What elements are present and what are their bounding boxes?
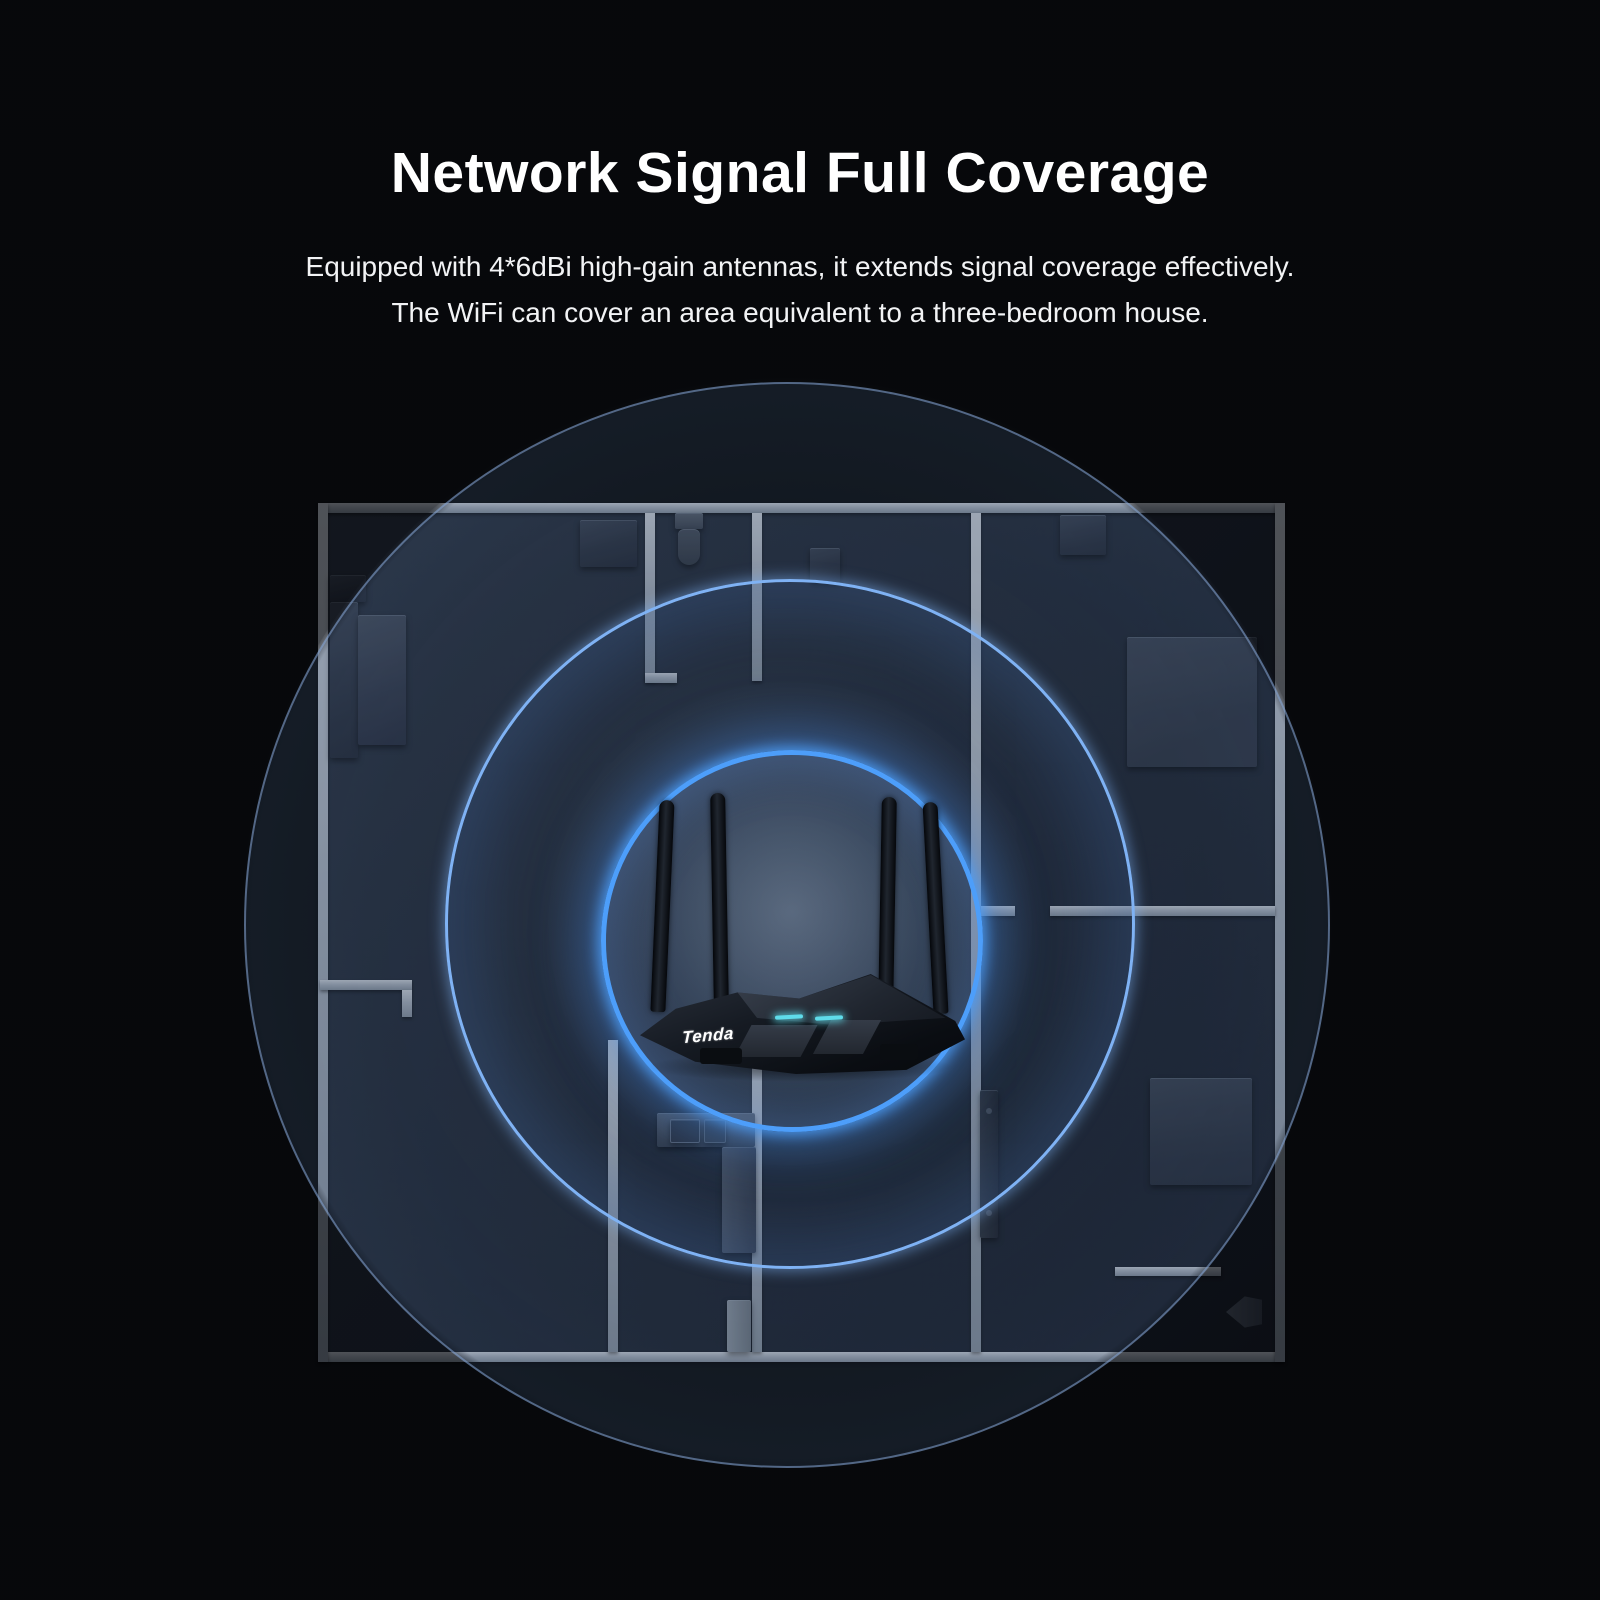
wall-interior (645, 513, 655, 681)
square-table (1127, 637, 1257, 767)
page-title: Network Signal Full Coverage (390, 141, 1210, 205)
toilet-bowl (678, 529, 700, 565)
side-table (330, 575, 366, 602)
door-mat (727, 1300, 751, 1352)
dresser (1060, 515, 1106, 555)
bed (1150, 1078, 1252, 1185)
wall-outer-top (318, 503, 1285, 513)
wall-outer-bottom (318, 1352, 1285, 1362)
wall-interior (1050, 906, 1275, 916)
router-antenna (878, 796, 897, 1010)
subtitle-line-1: Equipped with 4*6dBi high-gain antennas,… (305, 251, 1295, 282)
wall-outer-left (318, 503, 328, 1362)
router-antenna (922, 801, 949, 1015)
page-subtitle: Equipped with 4*6dBi high-gain antennas,… (0, 244, 1600, 336)
toilet-tank (675, 513, 703, 529)
wall-outer-right (1275, 503, 1285, 1362)
corner-toilet (1226, 1296, 1262, 1328)
wall-interior (320, 980, 412, 990)
wifi-router: Tenda (600, 760, 1000, 1090)
router-antenna (650, 799, 675, 1013)
hallway-cabinet (810, 548, 840, 582)
router-foot (700, 1048, 742, 1064)
sofa-cushions (358, 615, 406, 745)
wall-interior (1115, 1267, 1221, 1276)
tv-stand (580, 520, 637, 567)
wall-interior (402, 990, 412, 1017)
subtitle-line-2: The WiFi can cover an area equivalent to… (391, 297, 1209, 328)
router-foot (880, 1044, 918, 1060)
sofa (330, 602, 358, 758)
door-panel (980, 1090, 998, 1238)
header: Network Signal Full Coverage Equipped wi… (0, 0, 1600, 336)
router-antenna (710, 792, 729, 1006)
